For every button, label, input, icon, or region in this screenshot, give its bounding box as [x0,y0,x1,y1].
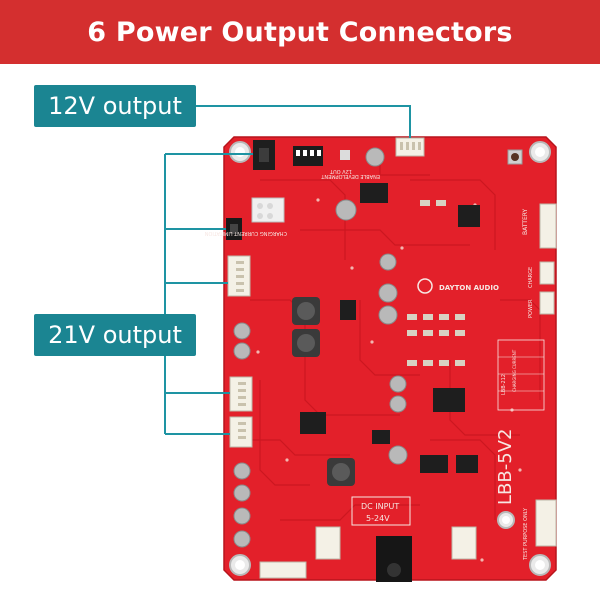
integrated-circuits [300,183,480,473]
enable-label: ENABLE DEVELOPMENT [320,173,380,179]
part-label: LBB-212 [501,374,507,395]
current-label: CHARGING CURRENT [512,349,517,392]
inductors [292,297,355,486]
bottom-connector [259,561,307,579]
charging-label: CHARGING CURRENT LIMITATION [204,230,287,236]
callout-21v-output: 21V output [34,314,196,356]
dc-input-label: DC INPUT [361,502,399,511]
battery-label: BATTERY [522,208,529,235]
page-title: 6 Power Output Connectors [87,16,513,48]
dc-input-box [351,496,411,526]
brand-label: DAYTON AUDIO [439,284,499,292]
model-label: LBB-5V2 [495,429,516,505]
power-label: POWER [528,299,534,318]
connector-21v-3 [229,416,253,448]
callout-12v-output: 12V output [34,85,196,127]
pcb-traces [250,150,541,521]
callout-line-12v [196,105,411,138]
dip-switch [293,146,323,166]
test-label: TEST PURPOSE ONLY [523,507,529,561]
out-label: 12V OUT [329,168,352,174]
brand-logo-icon [417,278,433,294]
title-banner: 6 Power Output Connectors [0,0,600,64]
capacitors [233,147,408,548]
callout-lines [164,105,411,435]
connector-21v-1 [227,255,251,297]
dc-input-range: 5-24V [366,514,390,523]
resistors [407,200,465,366]
jumper-pads [251,197,285,223]
battery-connector [539,203,557,249]
connector-21v-2 [229,376,253,412]
charge-label: CHARGE [528,267,534,288]
